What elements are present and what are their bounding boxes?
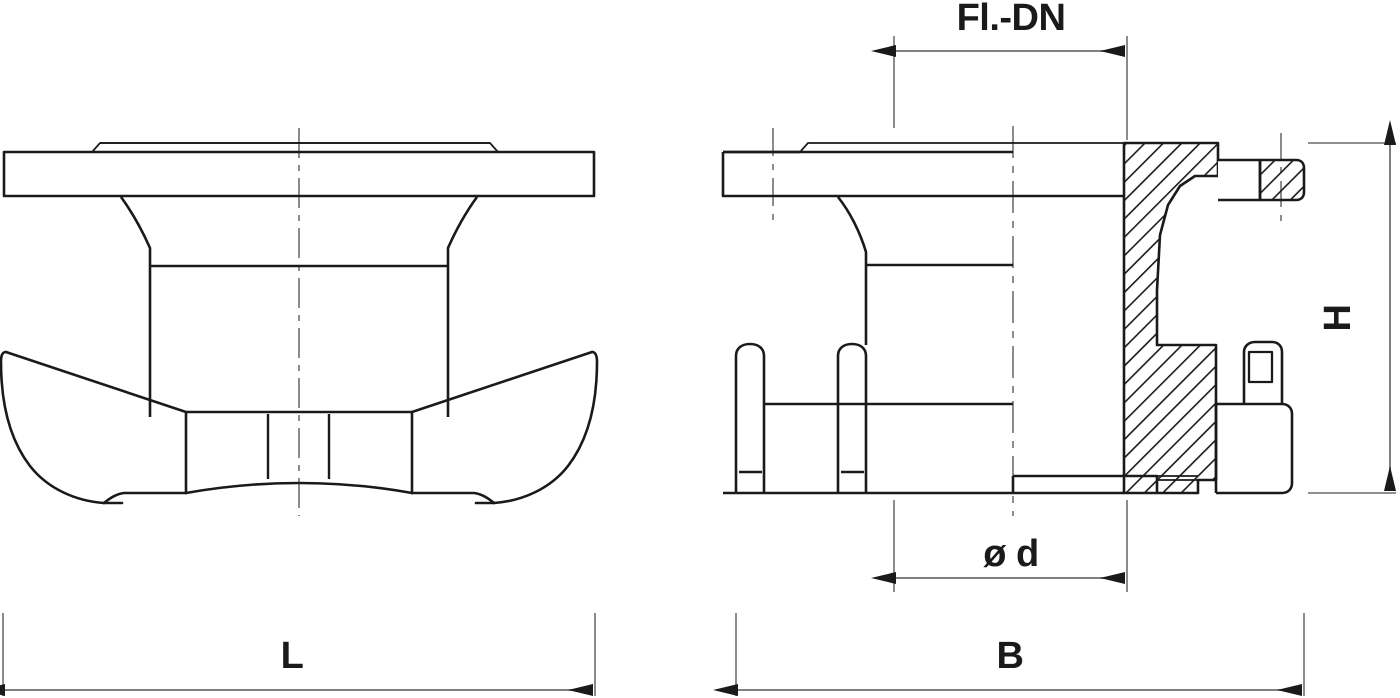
width-b-label: B (997, 635, 1024, 677)
side-flange-plate (721, 142, 1124, 198)
dimension-fl-dn: Fl.-DN (871, 0, 1128, 140)
side-body-lines (723, 402, 1124, 495)
dimension-width-b: B (713, 613, 1305, 696)
front-view (0, 128, 599, 516)
height-h-label: H (1317, 305, 1359, 332)
length-l-label: L (281, 635, 304, 677)
front-center-ribs (266, 414, 331, 479)
diameter-d-label: ø d (983, 533, 1038, 575)
side-section-view (721, 126, 1306, 516)
side-right-rib (1214, 340, 1294, 495)
dimension-diameter-d: ø d (871, 500, 1128, 592)
front-hub (119, 196, 479, 417)
front-flange-plate (2, 142, 596, 198)
front-saddle-body (0, 350, 599, 505)
side-hub-outline (836, 196, 1013, 345)
side-view-centerlines (772, 126, 1282, 516)
side-section-hatch-body (1122, 141, 1220, 495)
dimension-height-h: H (1308, 120, 1396, 494)
side-left-ribs (734, 342, 868, 493)
fl-dn-label: Fl.-DN (957, 0, 1066, 39)
dimension-length-l: L (0, 613, 596, 696)
side-bolt-hole-section (1218, 158, 1306, 202)
